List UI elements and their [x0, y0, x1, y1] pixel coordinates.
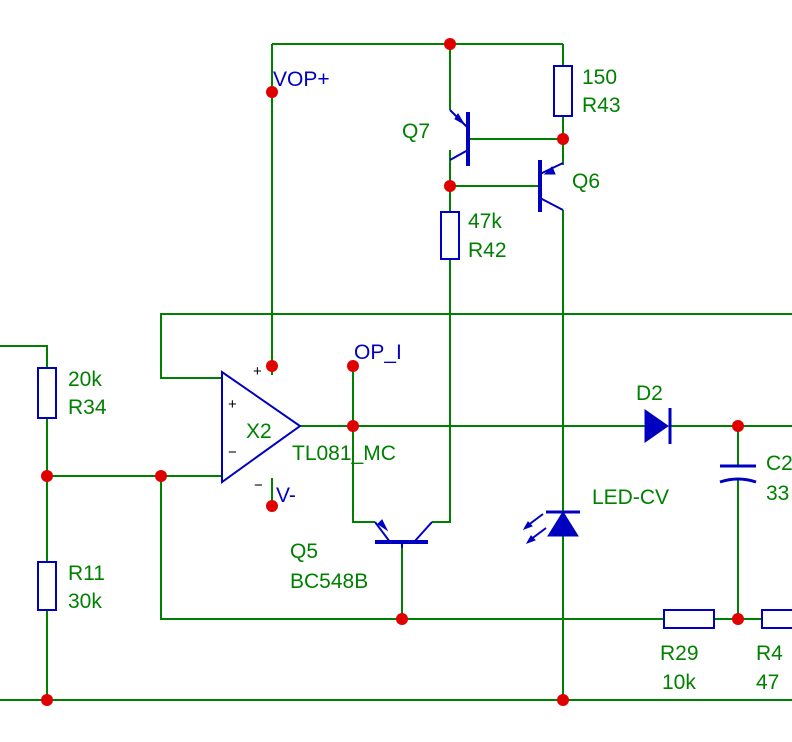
resistor-r34 [37, 367, 57, 419]
wires [0, 43, 792, 701]
d2-triangle [644, 409, 669, 443]
opamp-plus-sign: + [228, 396, 237, 413]
label-d2: D2 [636, 382, 663, 405]
label-q5: Q5 [290, 540, 318, 563]
opamp-x2: + − + − [221, 363, 302, 494]
transistor-q7 [449, 109, 470, 166]
label-led-cv: LED-CV [592, 486, 669, 509]
node-top-rail-q7 [444, 38, 456, 50]
node-opamp-output [347, 420, 359, 432]
label-r4-value: 47 [756, 671, 779, 694]
wire-left-lower-loop [160, 476, 664, 620]
resistor-r4 [761, 609, 792, 629]
q6-collector-leg [539, 197, 564, 211]
node-inverting-loop [155, 470, 167, 482]
node-r34-r11 [41, 470, 53, 482]
node-q6-base [444, 180, 456, 192]
label-r11: R11 [68, 562, 105, 585]
label-c2: C2 [766, 452, 792, 475]
label-r29: R29 [660, 642, 699, 665]
node-r43-q7-base [557, 133, 569, 145]
labels: VOP+ OP_I V- X2 TL081_MC Q5 BC548B Q6 Q7… [68, 66, 792, 694]
q5-collector-leg [374, 521, 391, 543]
node-q5-emitter [396, 613, 408, 625]
label-r34-value: 20k [68, 368, 102, 391]
wire-input-left [0, 345, 48, 368]
opamp-triangle [221, 370, 302, 484]
led-ray-1-arrow [522, 521, 533, 530]
label-tl081: TL081_MC [292, 442, 396, 465]
components: + − + − [37, 65, 792, 629]
q5-emitter-leg [413, 521, 433, 543]
opamp-minus-sign: − [228, 444, 237, 461]
diode-d2 [644, 408, 672, 444]
wire-r42-bottom [432, 259, 451, 523]
node-vop-plus [266, 86, 278, 98]
label-v-minus: V- [276, 484, 296, 507]
junction-nodes [41, 38, 744, 706]
opamp-supply-minus-sign: − [254, 477, 263, 494]
label-r4: R4 [756, 642, 783, 665]
label-q7: Q7 [402, 120, 430, 143]
resistor-r29 [663, 609, 715, 629]
node-cap-top [732, 420, 744, 432]
label-r11-value: 30k [68, 590, 102, 613]
q6-emitter-arrow [543, 166, 556, 175]
label-c2-value: 33 [766, 482, 789, 505]
led-ray-2-arrow [525, 535, 536, 544]
c2-plate-bottom [719, 477, 757, 484]
capacitor-c2 [719, 464, 757, 484]
label-q5-type: BC548B [290, 570, 368, 593]
wire-feedback-loop [160, 313, 792, 379]
transistor-q6 [538, 160, 564, 212]
resistor-r11 [37, 561, 57, 611]
node-opamp-supply-plus [266, 360, 278, 372]
label-r42-value: 47k [468, 210, 502, 233]
label-r29-value: 10k [662, 671, 696, 694]
resistor-r42 [440, 211, 460, 260]
node-ground-led [557, 694, 569, 706]
opamp-supply-plus-sign: + [253, 363, 262, 380]
q7-emitter-arrow [454, 113, 466, 126]
label-q6: Q6 [572, 170, 600, 193]
node-cap-bottom [732, 613, 744, 625]
node-v-minus [266, 500, 278, 512]
label-op-i: OP_I [354, 341, 402, 364]
q7-collector-leg [449, 149, 469, 161]
label-vop-plus: VOP+ [273, 68, 330, 91]
transistor-q5 [374, 519, 433, 548]
label-r34: R34 [68, 396, 107, 419]
wire-op-i-vertical [352, 366, 375, 523]
label-r43: R43 [582, 94, 621, 117]
resistor-r43 [553, 65, 573, 117]
led-triangle [547, 511, 579, 537]
led-cv [522, 510, 580, 544]
label-x2: X2 [246, 420, 272, 443]
node-ground-left [41, 694, 53, 706]
q5-arrow [377, 519, 389, 532]
node-op-i [347, 360, 359, 372]
label-r43-value: 150 [582, 66, 617, 89]
label-r42: R42 [468, 239, 507, 262]
